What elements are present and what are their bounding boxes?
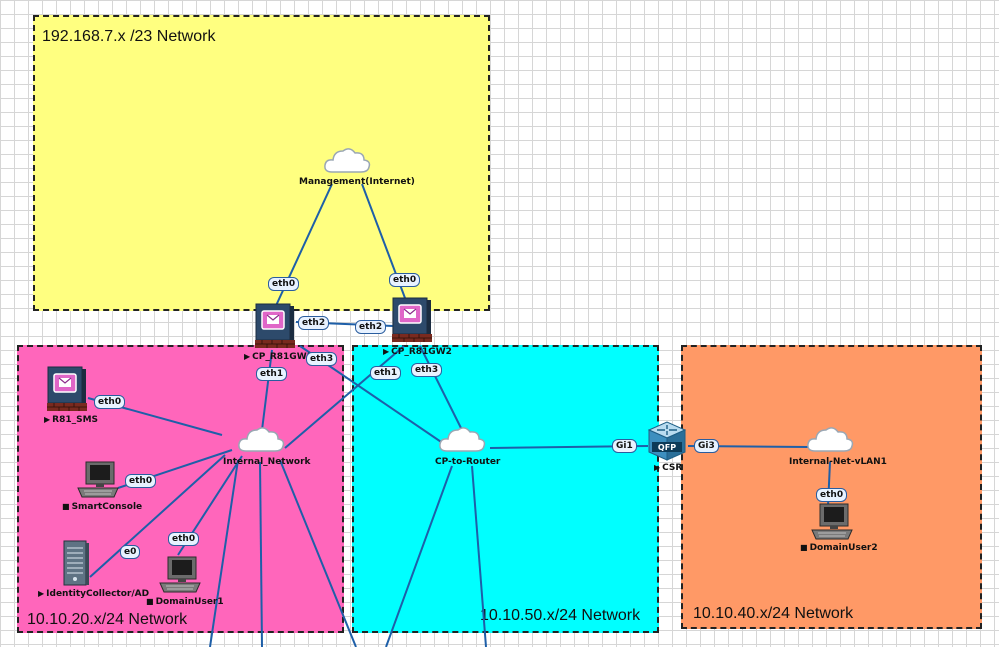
interface-label: eth3 xyxy=(306,352,338,366)
server-identitycollector[interactable] xyxy=(62,540,90,586)
zone-management-network[interactable]: 192.168.7.x /23 Network xyxy=(33,15,490,311)
interface-label: eth1 xyxy=(370,366,402,380)
stopped-state-icon: ■ xyxy=(800,543,808,552)
device-label-text: DomainUser2 xyxy=(809,543,878,553)
device-label: ■DomainUser2 xyxy=(800,543,878,553)
cloud-internal-net-vlan1[interactable] xyxy=(805,423,855,455)
link-cp-router-offpage-2 xyxy=(471,465,487,647)
device-label: ▶CSR xyxy=(654,463,682,473)
link-identity-internal xyxy=(89,454,226,578)
zone-title: 10.10.40.x/24 Network xyxy=(693,605,854,622)
cloud-icon xyxy=(439,427,486,452)
interface-label: eth0 xyxy=(94,395,126,409)
stopped-state-icon: ■ xyxy=(62,502,70,511)
svg-text:QFP: QFP xyxy=(658,443,676,452)
firewall-icon xyxy=(255,303,295,348)
firewall-r81-sms[interactable] xyxy=(46,366,88,412)
firewall-cp-r81gw1[interactable] xyxy=(254,303,296,349)
pc-smartconsole[interactable] xyxy=(76,461,120,499)
device-label-text: IdentityCollector/AD xyxy=(46,589,150,599)
router-csr[interactable]: QFP xyxy=(645,420,689,462)
interface-label: Gi3 xyxy=(694,439,719,453)
firewall-icon xyxy=(47,366,87,411)
computer-icon xyxy=(811,503,853,540)
cloud-label: Internal_Network xyxy=(223,457,311,467)
device-label: ▶IdentityCollector/AD xyxy=(38,589,149,599)
cloud-icon xyxy=(807,427,854,452)
interface-label: eth0 xyxy=(816,488,848,502)
interface-label: eth0 xyxy=(168,532,200,546)
pc-domainuser1[interactable] xyxy=(158,556,202,594)
zone-title: 192.168.7.x /23 Network xyxy=(42,28,216,45)
computer-icon xyxy=(77,461,119,498)
link-internal-offpage-3 xyxy=(279,459,357,647)
interface-label: eth0 xyxy=(268,277,300,291)
stopped-state-icon: ■ xyxy=(146,597,154,606)
device-label-text: SmartConsole xyxy=(71,502,143,512)
interface-label: eth3 xyxy=(411,363,443,377)
running-state-icon: ▶ xyxy=(654,463,661,472)
device-label-text: CSR xyxy=(662,463,683,473)
zone-10-10-40-network[interactable]: 10.10.40.x/24 Network xyxy=(681,345,982,629)
running-state-icon: ▶ xyxy=(244,352,251,361)
device-label-text: R81_SMS xyxy=(52,415,99,425)
running-state-icon: ▶ xyxy=(383,347,390,356)
device-label-text: CP_R81GW2 xyxy=(391,347,452,357)
zone-title: 10.10.20.x/24 Network xyxy=(27,611,188,628)
zone-title: 10.10.50.x/24 Network xyxy=(480,607,641,624)
firewall-icon xyxy=(392,297,432,342)
interface-label: eth2 xyxy=(355,320,387,334)
link-internal-offpage-1 xyxy=(209,459,239,647)
interface-label: eth0 xyxy=(389,273,421,287)
interface-label: e0 xyxy=(120,545,141,559)
link-cp-router-offpage-1 xyxy=(385,465,453,647)
cloud-cp-to-router[interactable] xyxy=(437,423,487,455)
cloud-label: Management(Internet) xyxy=(299,177,415,187)
firewall-cp-r81gw2[interactable] xyxy=(391,297,433,343)
cloud-icon xyxy=(324,148,371,173)
running-state-icon: ▶ xyxy=(38,589,45,598)
server-icon xyxy=(63,540,89,586)
zone-10-10-50-network[interactable]: 10.10.50.x/24 Network xyxy=(352,345,659,633)
device-label: ■SmartConsole xyxy=(62,502,142,512)
device-label-text: CP_R81GW1 xyxy=(252,352,313,362)
interface-label: Gi1 xyxy=(612,439,637,453)
link-gw2-internal xyxy=(284,345,405,449)
device-label: ▶CP_R81GW1 xyxy=(244,352,313,362)
cloud-icon xyxy=(238,427,285,452)
link-gw1-internal xyxy=(261,349,273,431)
link-gw2-cp-router xyxy=(419,345,463,431)
cloud-label: Internal-Net-vLAN1 xyxy=(789,457,887,467)
interface-label: eth2 xyxy=(298,316,330,330)
cloud-label: CP-to-Router xyxy=(435,457,501,467)
link-gw1-management xyxy=(273,183,333,311)
computer-icon xyxy=(159,556,201,593)
running-state-icon: ▶ xyxy=(44,415,51,424)
device-label: ■DomainUser1 xyxy=(146,597,224,607)
device-label-text: DomainUser1 xyxy=(155,597,224,607)
router-icon: QFP xyxy=(647,421,687,461)
pc-domainuser2[interactable] xyxy=(810,503,854,541)
device-label: ▶CP_R81GW2 xyxy=(383,347,452,357)
interface-label: eth1 xyxy=(256,367,288,381)
cloud-internal-network[interactable] xyxy=(236,423,286,455)
interface-label: eth0 xyxy=(125,474,157,488)
device-label: ▶R81_SMS xyxy=(44,415,98,425)
cloud-management[interactable] xyxy=(322,144,372,176)
link-internal-offpage-2 xyxy=(259,461,263,647)
